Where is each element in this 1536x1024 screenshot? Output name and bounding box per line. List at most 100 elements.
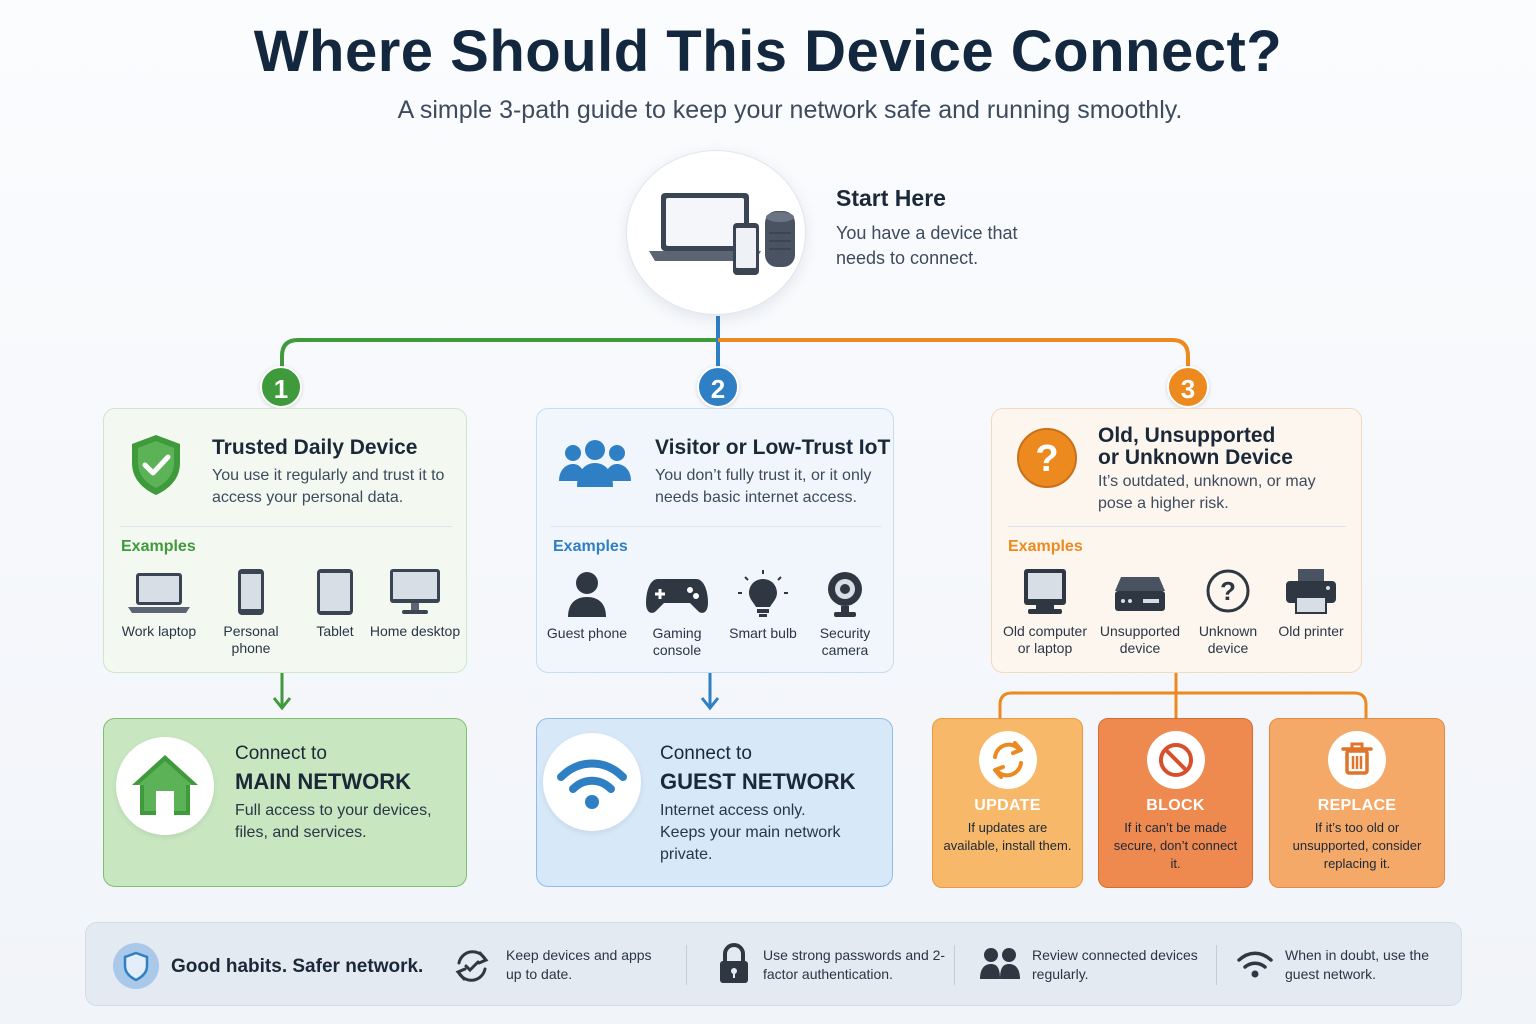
action-replace: REPLACE If it’s too old or unsupported, … <box>1269 718 1445 888</box>
example-security-camera: Security camera <box>797 569 893 659</box>
guest-network-line1: Connect to <box>660 743 752 764</box>
card-2-examples-label: Examples <box>553 538 628 555</box>
path-2-badge: 2 <box>697 366 739 408</box>
question-circle-icon: ? <box>1206 569 1250 613</box>
card-3-divider <box>1008 526 1346 527</box>
arrow-to-guest-network <box>700 673 720 711</box>
connector-path-3 <box>718 338 1190 368</box>
block-description: If it can’t be made secure, don’t connec… <box>1113 820 1238 871</box>
block-icon <box>1158 743 1193 777</box>
card-1-title: Trusted Daily Device <box>212 436 418 459</box>
card-3-examples-label: Examples <box>1008 538 1083 555</box>
svg-text:?: ? <box>1220 576 1236 606</box>
footer-separator <box>686 945 687 985</box>
update-title: UPDATE <box>974 797 1041 814</box>
block-icon-circle <box>1146 731 1205 789</box>
gamepad-icon <box>646 579 708 613</box>
example-smart-bulb: Smart bulb <box>715 569 811 642</box>
lightbulb-icon <box>738 570 788 617</box>
main-network-label: MAIN NETWORK <box>235 769 411 794</box>
card-2-divider <box>551 526 881 527</box>
footer-title: Good habits. Safer network. <box>171 956 424 977</box>
example-unknown-device: ? Unknown device <box>1180 567 1276 657</box>
example-old-printer: Old printer <box>1263 567 1359 640</box>
refresh-icon-circle <box>978 731 1037 789</box>
card-3-title: Old, Unsupported or Unknown Device <box>1098 424 1293 469</box>
webcam-icon <box>828 572 862 617</box>
trash-icon-circle <box>1328 731 1386 789</box>
desktop-monitor-icon <box>390 569 440 614</box>
guest-network-description: Internet access only. Keeps your main ne… <box>660 802 841 863</box>
action-block: BLOCK If it can’t be made secure, don’t … <box>1098 718 1253 888</box>
footer-separator <box>954 945 955 985</box>
action-update: UPDATE If updates are available, install… <box>932 718 1083 888</box>
start-text: You have a device that needs to connect. <box>836 223 1018 268</box>
path-3-badge: 3 <box>1167 366 1209 408</box>
footer-tips-bar: Good habits. Safer network. Keep devices… <box>85 922 1462 1006</box>
main-network-description: Full access to your devices, files, and … <box>235 802 432 841</box>
card-3-description: It’s outdated, unknown, or may pose a hi… <box>1098 473 1316 512</box>
update-description: If updates are available, install them. <box>943 820 1072 853</box>
card-1-divider <box>120 526 452 527</box>
footer-tip-review: Review connected devices regularly. <box>1032 947 1198 982</box>
card-2-description: You don’t fully trust it, or it only nee… <box>655 467 872 506</box>
arrow-to-main-network <box>272 673 292 711</box>
footer-tip-guest: When in doubt, use the guest network. <box>1285 947 1429 982</box>
example-old-computer: Old computer or laptop <box>997 567 1093 657</box>
example-gaming-console: Gaming console <box>629 569 725 659</box>
svg-text:?: ? <box>1035 438 1058 480</box>
start-device-circle <box>626 150 806 315</box>
crt-monitor-icon <box>1024 569 1066 614</box>
users-group-icon <box>559 440 631 487</box>
destination-main-network: Connect to MAIN NETWORK Full access to y… <box>103 718 467 887</box>
example-tablet: Tablet <box>287 567 383 640</box>
printer-icon <box>1286 569 1336 614</box>
wifi-icon-circle <box>543 733 641 831</box>
footer-separator <box>1216 945 1217 985</box>
replace-description: If it’s too old or unsupported, consider… <box>1292 820 1422 871</box>
users-icon <box>980 948 1020 979</box>
connector-actions <box>998 673 1368 718</box>
destination-guest-network: Connect to GUEST NETWORK Internet access… <box>536 718 893 887</box>
wifi-icon <box>557 759 627 809</box>
example-personal-phone: Personal phone <box>203 567 299 657</box>
lock-icon <box>720 943 748 983</box>
wifi-footer-icon <box>1237 951 1273 978</box>
trash-icon <box>1341 742 1373 775</box>
home-icon-circle <box>116 737 214 835</box>
page-title: Where Should This Device Connect? <box>253 19 1283 84</box>
footer-tip-passwords: Use strong passwords and 2-factor authen… <box>763 947 946 982</box>
card-trusted-device: Trusted Daily Device You use it regularl… <box>103 408 467 673</box>
card-old-unknown-device: ? Old, Unsupported or Unknown Device It’… <box>991 408 1362 673</box>
start-title: Start Here <box>836 185 946 211</box>
card-2-title: Visitor or Low-Trust IoT <box>655 436 891 459</box>
laptop-icon <box>128 573 190 613</box>
phone-icon <box>238 569 264 615</box>
guest-network-label: GUEST NETWORK <box>660 769 856 794</box>
footer-tip-updates: Keep devices and apps up to date. <box>506 947 652 982</box>
person-icon <box>568 572 606 617</box>
router-box-icon <box>1115 577 1165 611</box>
page-subtitle: A simple 3-path guide to keep your netwo… <box>397 96 1183 124</box>
connector-path-1 <box>280 316 720 368</box>
card-1-description: You use it regularly and trust it to acc… <box>212 467 445 506</box>
devices-icon <box>649 193 795 275</box>
example-unsupported-device: Unsupported device <box>1092 567 1188 657</box>
path-1-badge: 1 <box>260 366 302 408</box>
example-guest-phone: Guest phone <box>539 569 635 642</box>
main-network-line1: Connect to <box>235 743 327 764</box>
card-1-examples-label: Examples <box>121 538 196 555</box>
tablet-icon <box>317 569 353 615</box>
example-work-laptop: Work laptop <box>111 567 207 640</box>
example-home-desktop: Home desktop <box>367 567 463 640</box>
refresh-icon <box>992 741 1023 779</box>
card-visitor-iot: Visitor or Low-Trust IoT You don’t fully… <box>536 408 894 673</box>
question-mark-icon: ? <box>1017 428 1077 488</box>
sync-icon <box>455 950 489 982</box>
shield-check-icon <box>132 435 180 495</box>
shield-footer-icon <box>113 943 159 989</box>
replace-title: REPLACE <box>1317 797 1397 814</box>
home-icon <box>132 755 198 815</box>
block-title: BLOCK <box>1146 797 1205 814</box>
